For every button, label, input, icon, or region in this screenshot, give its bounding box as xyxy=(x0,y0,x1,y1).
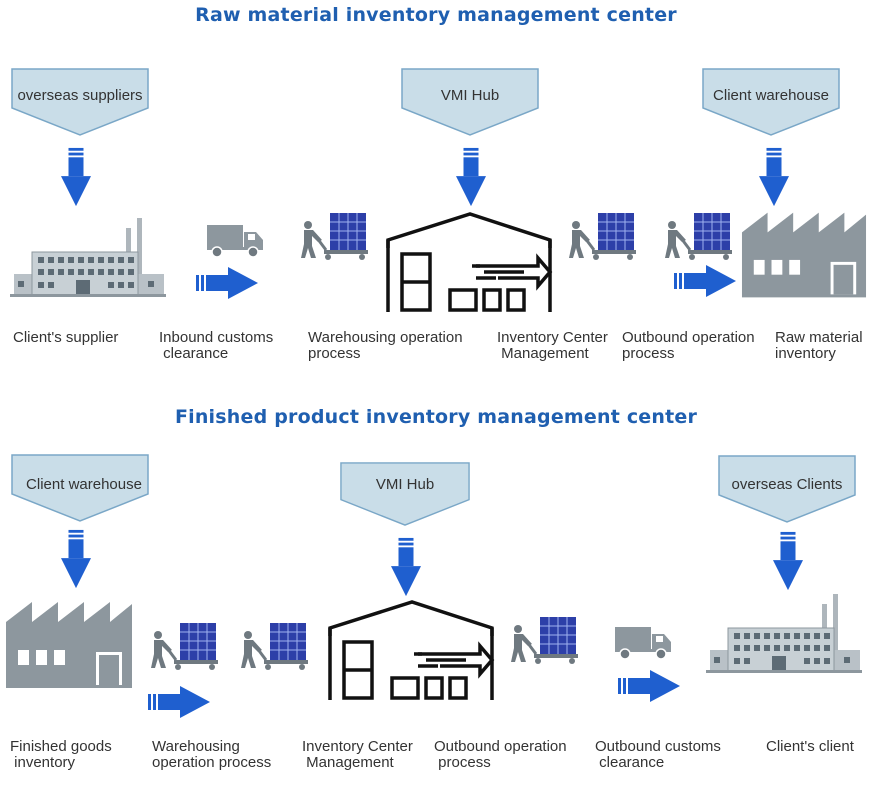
down-arrow-icon xyxy=(456,147,486,207)
step-label: Inbound customs clearance xyxy=(159,329,274,362)
down-arrow-icon xyxy=(391,537,421,597)
tag-label: Client warehouse xyxy=(26,476,142,493)
right-arrow-icon xyxy=(148,686,210,718)
pallet-jack-icon xyxy=(664,211,734,260)
pallet-jack-icon xyxy=(240,621,310,670)
factory-icon xyxy=(741,212,867,298)
step-label: Outbound operation process xyxy=(622,329,755,362)
step-label: Raw material inventory xyxy=(775,329,863,362)
truck-icon xyxy=(206,224,264,258)
plant-building-icon xyxy=(706,593,862,674)
step-label: Client's client xyxy=(766,738,854,755)
plant-building-icon xyxy=(10,217,166,298)
step-label: Outbound customs clearance xyxy=(595,738,721,771)
step-label: Warehousing operation process xyxy=(308,329,463,362)
down-arrow-icon xyxy=(773,531,803,591)
truck-icon xyxy=(614,626,672,660)
warehouse-icon xyxy=(386,212,552,314)
factory-icon xyxy=(6,602,132,688)
pallet-jack-icon xyxy=(150,621,220,670)
right-arrow-icon xyxy=(618,670,680,702)
section-title: Raw material inventory management center xyxy=(195,4,677,26)
warehouse-icon xyxy=(328,600,494,702)
tag-label: overseas Clients xyxy=(731,476,843,493)
section-finished-product xyxy=(6,454,862,718)
section-title: Finished product inventory management ce… xyxy=(174,406,698,428)
step-label: Inventory Center Management xyxy=(497,329,608,362)
right-arrow-icon xyxy=(674,265,736,297)
step-label: Finished goods inventory xyxy=(10,738,112,771)
tag-label: overseas suppliers xyxy=(17,87,143,104)
down-arrow-icon xyxy=(759,147,789,207)
tag-label: Client warehouse xyxy=(713,87,829,104)
pallet-jack-icon xyxy=(568,211,638,260)
tag-shape xyxy=(340,462,470,526)
right-arrow-icon xyxy=(196,267,258,299)
section-raw-material xyxy=(10,68,867,314)
tag-label: VMI Hub xyxy=(375,476,435,493)
step-label: Outbound operation process xyxy=(434,738,567,771)
pallet-jack-icon xyxy=(510,615,580,664)
pallet-jack-icon xyxy=(300,211,370,260)
down-arrow-icon xyxy=(61,529,91,589)
down-arrow-icon xyxy=(61,147,91,207)
tag-label: VMI Hub xyxy=(440,87,500,104)
step-label: Warehousing operation process xyxy=(152,738,272,771)
step-label: Client's supplier xyxy=(13,329,119,346)
step-label: Inventory Center Management xyxy=(302,738,413,771)
